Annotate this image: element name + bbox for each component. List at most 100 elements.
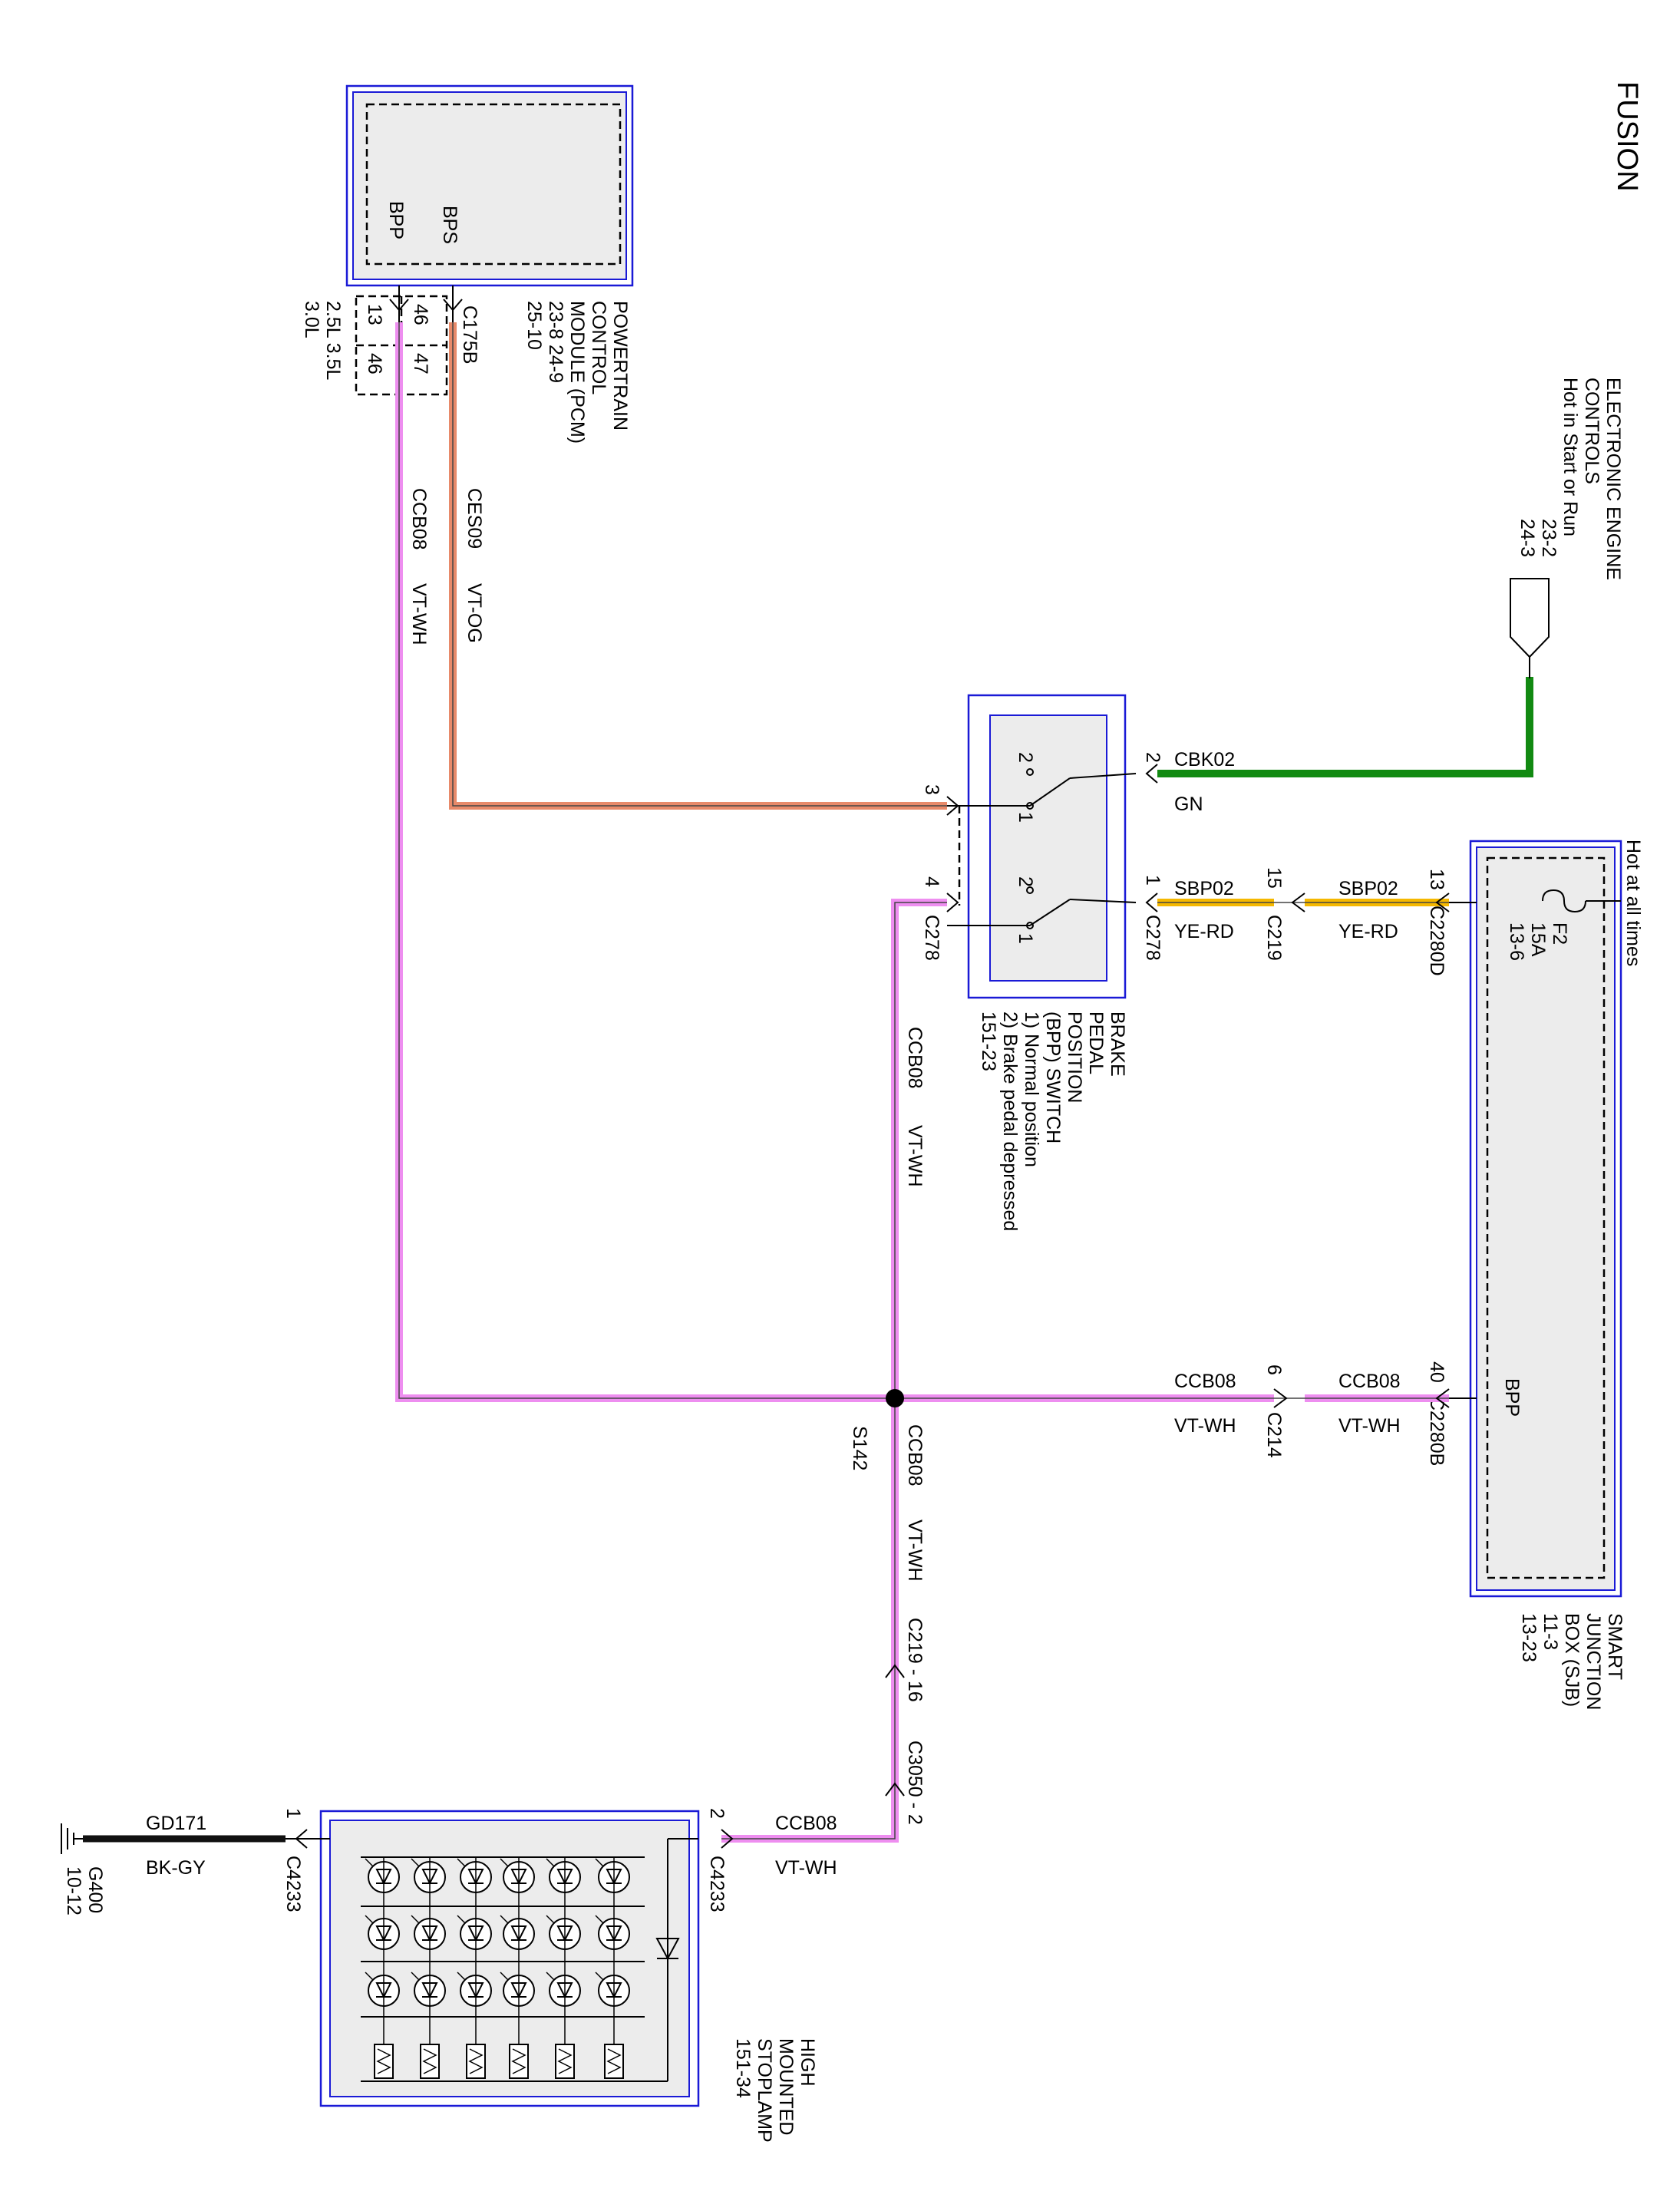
led-light-ray: [546, 1858, 555, 1867]
sjb-ref-2: 13-23: [1518, 1613, 1540, 1662]
led-light-ray: [546, 1972, 555, 1981]
eec-name-2: CONTROLS: [1581, 378, 1602, 484]
bpp-connector-left: C278: [921, 915, 942, 961]
sjb-pin-40: 40: [1426, 1361, 1447, 1383]
bpp-name-3: POSITION: [1064, 1011, 1085, 1103]
wire-ces09: CES09 VT-OG: [449, 322, 947, 810]
pcm-engine-label-2: 3.0L: [301, 301, 322, 338]
pcm-pin-grid-46: 46: [410, 304, 431, 325]
bpp-pin-2: 2: [1142, 752, 1163, 763]
c219-name: C219: [1263, 915, 1285, 961]
wire-ccb08-color-lamp: VT-WH: [775, 1857, 837, 1879]
led-light-ray: [546, 1915, 555, 1924]
wire-cbk02: CBK02 GN: [1157, 657, 1533, 815]
wire-sbp02-circuit-sjb: SBP02: [1338, 878, 1398, 899]
resistor-zigzag: [468, 2048, 484, 2074]
splice-dot: [886, 1389, 904, 1407]
pcm-engine-label-1: 2.5L 3.5L: [322, 301, 344, 380]
pcm-pin-grid-46b: 46: [364, 353, 385, 375]
sjb-ref-1: 11-3: [1540, 1613, 1561, 1650]
led-light-ray: [457, 1972, 466, 1981]
resistor-zigzag: [557, 2048, 573, 2074]
sjb-pin-bpp: BPP: [1501, 1378, 1523, 1417]
led-light-ray: [411, 1858, 420, 1867]
bpp-pos-1-lower: 1: [1015, 933, 1036, 944]
led-light-ray: [411, 1915, 420, 1924]
led-light-ray: [595, 1858, 604, 1867]
sjb-name-2: JUNCTION: [1583, 1613, 1604, 1710]
c214-pin-6: 6: [1263, 1364, 1285, 1375]
pcm-name-3: MODULE (PCM): [566, 301, 588, 444]
ground-name: G400: [84, 1866, 106, 1913]
splice-name: S142: [849, 1426, 870, 1470]
wire-ccb08-circuit-c214: CCB08: [1174, 1371, 1236, 1392]
diagram-title: FUSION: [1611, 81, 1643, 192]
pcm-name-1: POWERTRAIN: [609, 301, 631, 431]
wire-ccb08-color-c214: VT-WH: [1174, 1415, 1236, 1437]
bpp-name-4: (BPP) SWITCH: [1042, 1011, 1064, 1143]
pcm-pin-bps: BPS: [439, 206, 460, 244]
stoplamp-pin-1: 1: [282, 1808, 304, 1819]
eec-feed: ELECTRONIC ENGINE CONTROLS Hot in Start …: [1510, 378, 1624, 658]
bpp-legend-2: 2) Brake pedal depressed: [999, 1011, 1021, 1231]
bpp-pin-3: 3: [921, 784, 942, 795]
pcm-connector: C175B: [459, 305, 480, 364]
bpp-pos-2-upper: 2: [1015, 752, 1036, 763]
wire-ces09-circuit: CES09: [464, 488, 485, 549]
bpp-connector-right: C278: [1142, 915, 1163, 961]
led-light-ray: [457, 1858, 466, 1867]
sjb-name-1: SMART: [1604, 1613, 1626, 1680]
bpp-name-2: PEDAL: [1085, 1011, 1107, 1074]
sjb-name-3: BOX (SJB): [1561, 1613, 1583, 1707]
stoplamp-pin-2: 2: [706, 1808, 728, 1819]
bpp-switch: 2 1 2 1 2 1 3 4 C278 C278 BRAKE PEDAL PO…: [921, 694, 1163, 1231]
eec-note: Hot in Start or Run: [1560, 378, 1581, 536]
high-mounted-stoplamp: HIGH MOUNTED STOPLAMP 151-34 2 C4233 1 C…: [282, 1808, 818, 2143]
pcm-name-2: CONTROL: [588, 301, 609, 394]
c214-name: C214: [1263, 1412, 1285, 1458]
pcm-module: BPS BPP 46 47 13 46 2.5L 3.5L 3.0L C175B…: [301, 84, 634, 444]
wire-ccb08-color-pcm: VT-WH: [408, 583, 430, 645]
bpp-ref: 151-23: [978, 1011, 999, 1071]
led-light-ray: [457, 1915, 466, 1924]
bpp-pin-4: 4: [921, 876, 942, 887]
sjb-connector-d: C2280D: [1426, 906, 1447, 976]
wire-ccb08-circuit-sjb: CCB08: [1338, 1371, 1401, 1392]
wire-gd171-color: BK-GY: [146, 1857, 206, 1879]
sjb-pin-13: 13: [1426, 869, 1447, 890]
led-light-ray: [500, 1972, 509, 1981]
pcm-pin-bpp: BPP: [385, 201, 407, 239]
wire-sbp02-color-sjb: YE-RD: [1338, 921, 1398, 942]
stoplamp-conn-left: C4233: [282, 1856, 304, 1912]
stoplamp-name-2: MOUNTED: [775, 2038, 797, 2135]
wire-ces09-color: VT-OG: [464, 583, 485, 643]
led-light-ray: [365, 1858, 374, 1867]
ground-icon: [61, 1823, 83, 1854]
wire-ccb08-color-sw: VT-WH: [904, 1125, 926, 1187]
wire-sbp02: SBP02 YE-RD SBP02 YE-RD 15 C219: [1157, 867, 1477, 961]
wire-gd171-circuit: GD171: [146, 1813, 206, 1834]
wire-cbk02-color: GN: [1174, 794, 1203, 815]
pcm-pin-grid-47: 47: [410, 353, 431, 375]
sjb-fuse-ref: 13-6: [1506, 922, 1527, 961]
led-light-ray: [365, 1915, 374, 1924]
resistor-zigzag: [606, 2048, 622, 2074]
stoplamp-conn-right: C4233: [706, 1856, 728, 1912]
pcm-pin-grid-13: 13: [364, 304, 385, 325]
wire-ccb08-color-down: VT-WH: [904, 1520, 926, 1582]
c3050-2-name: C3050 - 2: [904, 1741, 926, 1825]
eec-ref-2: 24-3: [1517, 519, 1538, 557]
led-light-ray: [595, 1915, 604, 1924]
bpp-pos-2-lower: 2: [1015, 876, 1036, 887]
pcm-ref-1: 23-8 24-9: [545, 301, 566, 383]
wire-ccb08-circuit-pcm: CCB08: [408, 488, 430, 550]
ground-ref: 10-12: [63, 1866, 84, 1915]
led-light-ray: [500, 1858, 509, 1867]
stoplamp-ref: 151-34: [732, 2038, 754, 2098]
led-light-ray: [595, 1972, 604, 1981]
c219-pin-15: 15: [1263, 867, 1285, 889]
led-light-ray: [500, 1915, 509, 1924]
bpp-legend-1: 1) Normal position: [1021, 1011, 1042, 1167]
resistor-zigzag: [422, 2048, 437, 2074]
